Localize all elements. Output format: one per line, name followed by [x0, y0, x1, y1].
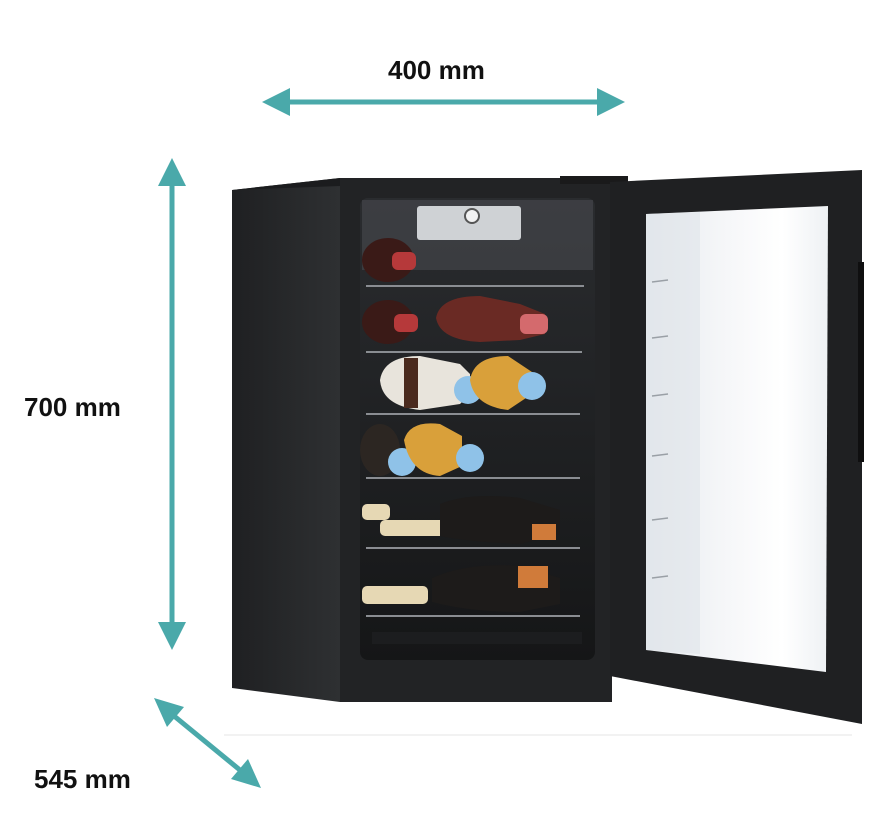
height-dimension-label: 700 mm — [24, 392, 121, 422]
cabinet-side — [232, 178, 340, 702]
door-handle — [858, 262, 864, 462]
width-arrow — [262, 88, 625, 116]
wine-bottles — [360, 238, 560, 612]
wire-shelves — [366, 285, 584, 617]
thermostat-dial-icon — [464, 208, 480, 224]
depth-dimension-label: 545 mm — [34, 764, 131, 794]
wine-cooler — [232, 170, 864, 724]
width-dimension-label: 400 mm — [388, 55, 485, 85]
height-arrow — [158, 158, 186, 650]
depth-arrow — [154, 698, 261, 788]
